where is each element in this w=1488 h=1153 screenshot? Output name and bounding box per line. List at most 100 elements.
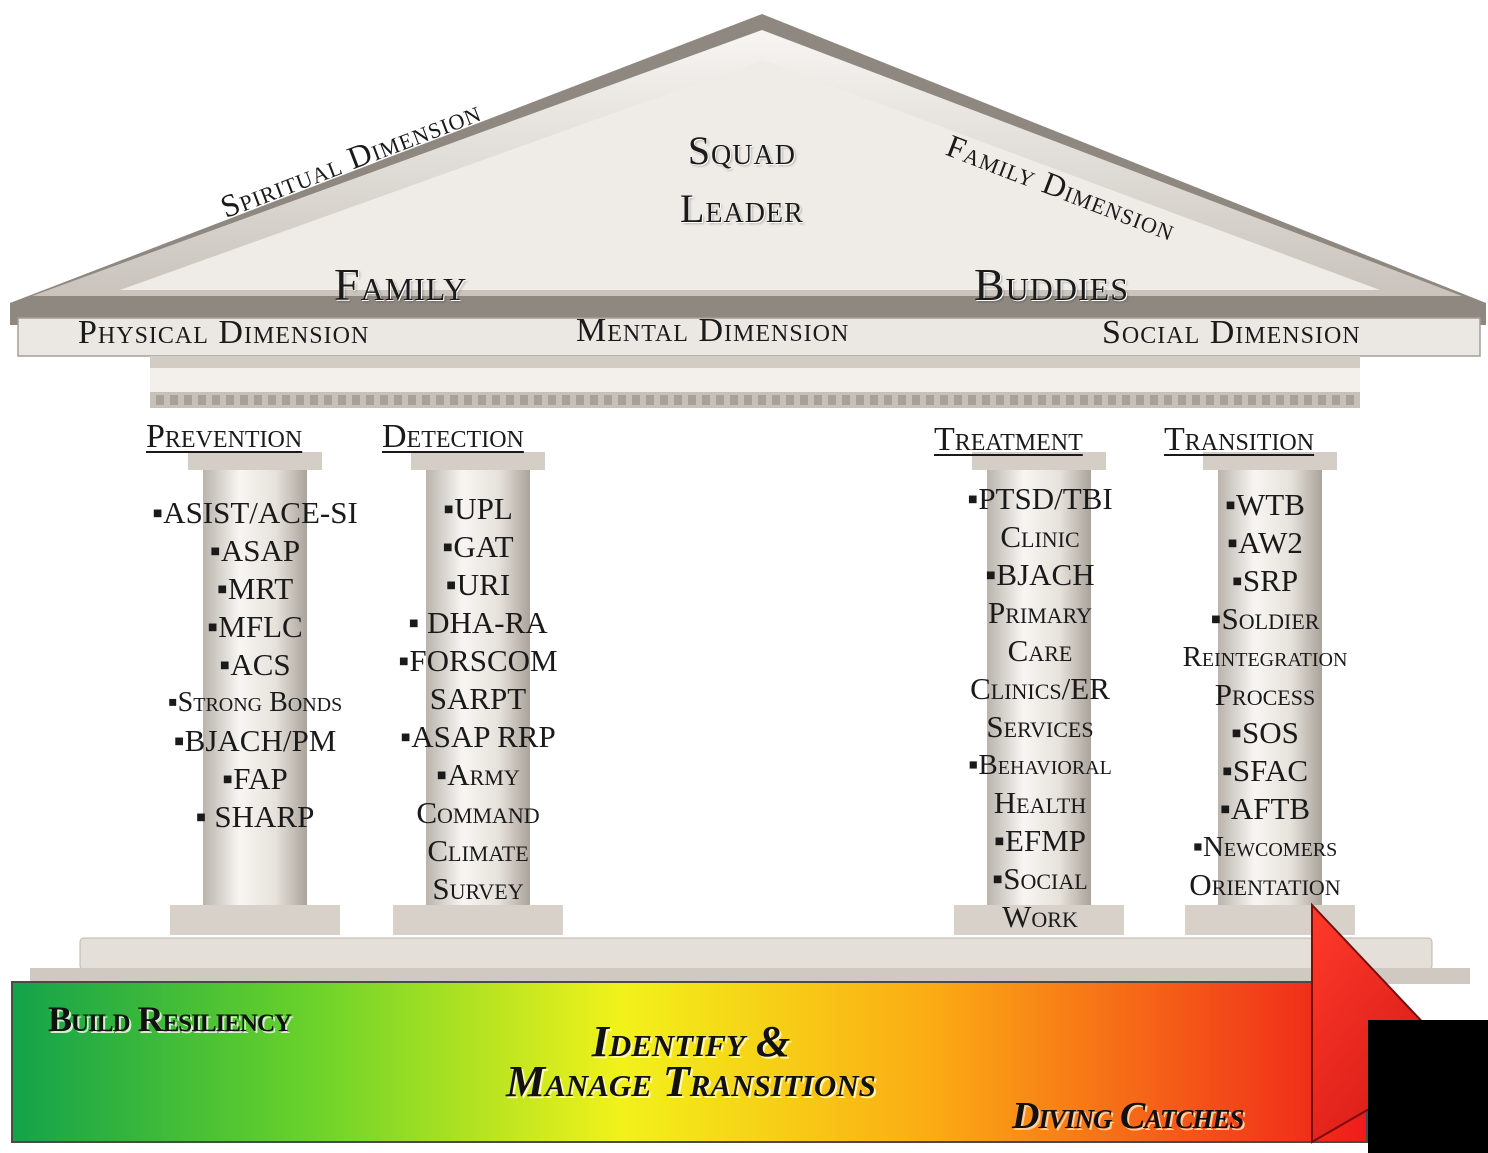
- dentil: [450, 395, 458, 405]
- list-item: ▪PTSD/TBI: [967, 481, 1113, 516]
- manage-transitions-label: Manage Transitions: [506, 1057, 876, 1106]
- dentil: [562, 395, 570, 405]
- dentil: [772, 395, 780, 405]
- dentil: [1192, 395, 1200, 405]
- dentil: [324, 395, 332, 405]
- dentil: [1080, 395, 1088, 405]
- dentil: [1220, 395, 1228, 405]
- dentil: [590, 395, 598, 405]
- progress-banner: [11, 981, 1368, 1143]
- list-item: Clinics/ER: [970, 671, 1110, 706]
- dentil: [800, 395, 808, 405]
- dentil: [786, 395, 794, 405]
- list-item: ▪WTB: [1225, 487, 1305, 522]
- list-item: ▪Soldier: [1210, 601, 1320, 636]
- dentil: [870, 395, 878, 405]
- list-item: Primary: [987, 595, 1093, 630]
- list-item: ▪Strong Bonds: [167, 687, 343, 718]
- list-item: ▪MRT: [216, 571, 294, 606]
- list-item: ▪ASAP RRP: [400, 719, 556, 754]
- list-item: Orientation: [1189, 867, 1341, 902]
- dentil: [548, 395, 556, 405]
- dentil: [296, 395, 304, 405]
- list-item: Process: [1214, 677, 1316, 712]
- dentil: [366, 395, 374, 405]
- list-item: ▪ACS: [219, 647, 291, 682]
- dentil: [1262, 395, 1270, 405]
- dentil: [646, 395, 654, 405]
- dentil: [534, 395, 542, 405]
- list-item: Survey: [432, 871, 524, 906]
- entablature: [17, 317, 1481, 357]
- dentil: [1136, 395, 1144, 405]
- leader-label: Leader: [680, 186, 804, 231]
- dentil: [226, 395, 234, 405]
- list-item: ▪AW2: [1227, 525, 1303, 560]
- dentil: [268, 395, 276, 405]
- dentil: [996, 395, 1004, 405]
- column-treatment: [954, 452, 1124, 935]
- dentil: [968, 395, 976, 405]
- dentil: [1122, 395, 1130, 405]
- dentil: [478, 395, 486, 405]
- dentil: [814, 395, 822, 405]
- dentil: [926, 395, 934, 405]
- transition-heading: Transition: [1164, 421, 1315, 458]
- dentil: [1290, 395, 1298, 405]
- dentil: [1248, 395, 1256, 405]
- dentil: [338, 395, 346, 405]
- dentil: [702, 395, 710, 405]
- temple-base: [79, 937, 1433, 971]
- dentil: [520, 395, 528, 405]
- dentil: [744, 395, 752, 405]
- buddies-label: Buddies: [974, 259, 1130, 310]
- dentil: [1234, 395, 1242, 405]
- dentil: [688, 395, 696, 405]
- list-item: ▪Newcomers: [1192, 831, 1338, 863]
- dentil: [1332, 395, 1340, 405]
- list-item: ▪EFMP: [994, 823, 1086, 858]
- detection-items: ▪UPL ▪GAT ▪URI ▪ DHA-RA ▪FORSCOM SARPT ▪…: [380, 490, 576, 908]
- dentil: [492, 395, 500, 405]
- list-item: Reintegration: [1182, 641, 1348, 673]
- dentil: [884, 395, 892, 405]
- dentil: [1066, 395, 1074, 405]
- list-item: Care: [1007, 633, 1073, 668]
- dentil: [240, 395, 248, 405]
- dentil: [954, 395, 962, 405]
- list-item: ▪ASIST/ACE-SI: [152, 495, 358, 530]
- treatment-items: ▪PTSD/TBI Clinic ▪BJACH Primary Care Cli…: [930, 480, 1150, 936]
- dentil: [660, 395, 668, 405]
- list-item: ▪BJACH: [985, 557, 1095, 592]
- list-item: ▪MFLC: [207, 609, 303, 644]
- dentil: [576, 395, 584, 405]
- squad-label: Squad: [687, 128, 796, 173]
- dentil: [1304, 395, 1312, 405]
- dentil: [1038, 395, 1046, 405]
- dentil: [842, 395, 850, 405]
- prevention-heading: Prevention: [146, 418, 303, 455]
- physical-dimension-label: Physical Dimension: [78, 314, 370, 351]
- dentil: [352, 395, 360, 405]
- list-item: ▪FAP: [222, 761, 288, 796]
- dentil: [604, 395, 612, 405]
- dentil: [1108, 395, 1116, 405]
- list-item: ▪SOS: [1231, 715, 1299, 750]
- dentil: [212, 395, 220, 405]
- dentil: [898, 395, 906, 405]
- column-prevention: [170, 452, 340, 935]
- detection-heading: Detection: [382, 418, 524, 455]
- list-item: ▪SFAC: [1221, 753, 1309, 788]
- list-item: ▪ SHARP: [195, 799, 315, 834]
- dentil: [506, 395, 514, 405]
- dentil: [758, 395, 766, 405]
- diving-catches-label: Diving Catches: [1012, 1095, 1244, 1137]
- dentil: [170, 395, 178, 405]
- dentil: [1150, 395, 1158, 405]
- dentil: [1318, 395, 1326, 405]
- list-item: ▪BJACH/PM: [173, 723, 337, 758]
- dentil: [394, 395, 402, 405]
- identify-label: Identify &: [591, 1017, 791, 1066]
- list-item: Climate: [427, 833, 529, 868]
